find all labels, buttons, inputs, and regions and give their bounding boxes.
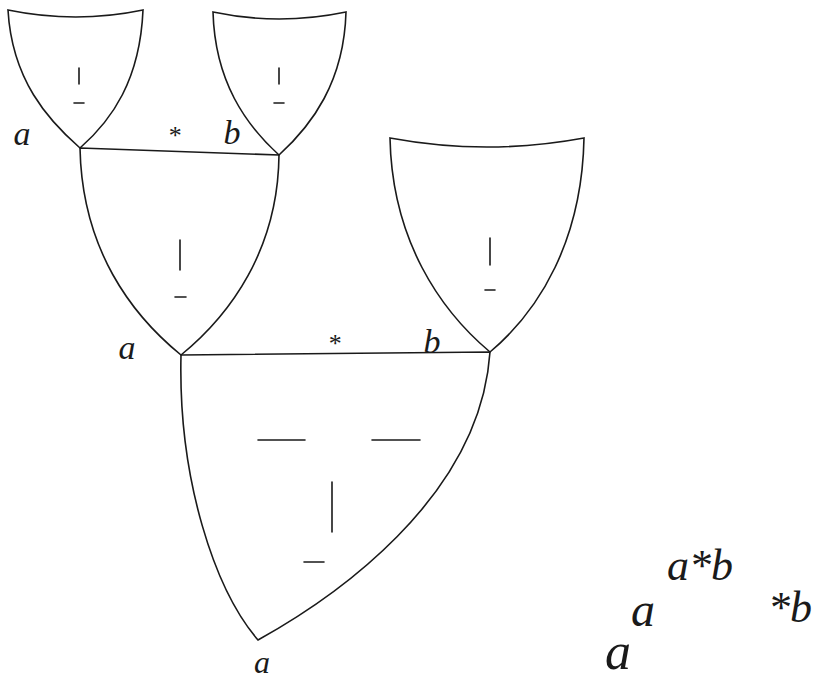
vertex-label: a <box>119 331 136 365</box>
shield-outline <box>181 352 490 640</box>
vertex-label: b <box>224 116 241 150</box>
formula-term: *b <box>768 586 812 630</box>
shield-outline <box>213 12 346 155</box>
vertex-label: b <box>424 325 441 359</box>
face-mark <box>485 238 495 290</box>
formula-term: a <box>631 586 655 634</box>
shield-outline <box>390 138 584 352</box>
vertex-label: a <box>14 117 31 151</box>
face-mark <box>74 68 84 103</box>
shield-outline <box>80 148 279 355</box>
face-mark <box>274 68 284 103</box>
vertex-label: a <box>254 646 270 678</box>
operator-label: * <box>168 123 181 149</box>
face-mark <box>258 440 420 562</box>
formula-term: a*b <box>667 544 733 588</box>
operator-label: * <box>328 331 341 357</box>
formula-term: a <box>605 626 631 678</box>
face-mark <box>175 240 186 297</box>
